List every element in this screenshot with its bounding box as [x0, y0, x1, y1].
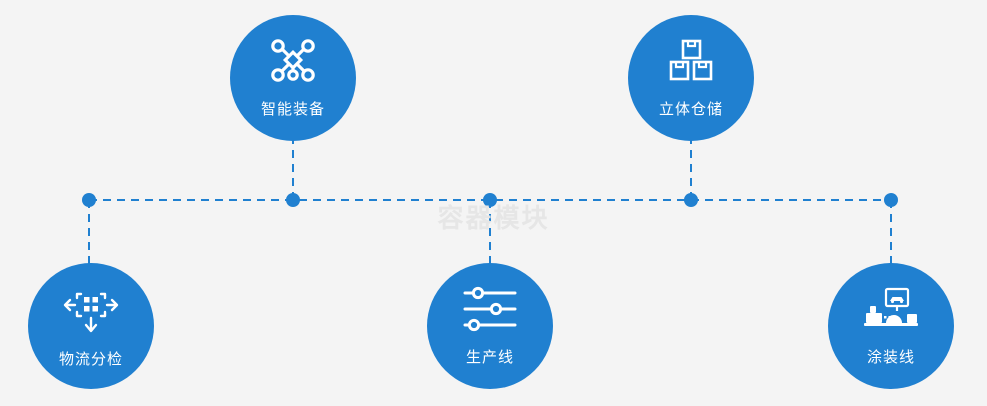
stacked-boxes-icon	[665, 38, 717, 86]
node-label-production-line: 生产线	[465, 348, 514, 366]
sorting-arrows-icon	[63, 284, 119, 334]
junction-dot-equipment	[286, 193, 300, 207]
node-label-intelligent-equipment: 智能装备	[260, 100, 325, 118]
node-painting-line[interactable]: 涂装线	[828, 263, 954, 389]
node-intelligent-equipment[interactable]: 智能装备	[230, 15, 356, 141]
node-label-logistics-sorting: 物流分检	[58, 350, 123, 368]
paint-machine-icon	[862, 286, 920, 332]
junction-dot-painting	[884, 193, 898, 207]
junction-dot-warehouse	[684, 193, 698, 207]
junction-dot-logistics	[82, 193, 96, 207]
junction-dot-production	[483, 193, 497, 207]
node-label-painting-line: 涂装线	[866, 348, 915, 366]
node-stereo-warehouse[interactable]: 立体仓储	[628, 15, 754, 141]
network-nodes-icon	[268, 38, 318, 86]
node-production-line[interactable]: 生产线	[427, 263, 553, 389]
node-logistics-sorting[interactable]: 物流分检	[28, 263, 154, 389]
node-label-stereo-warehouse: 立体仓储	[658, 100, 723, 118]
sliders-icon	[462, 286, 518, 332]
